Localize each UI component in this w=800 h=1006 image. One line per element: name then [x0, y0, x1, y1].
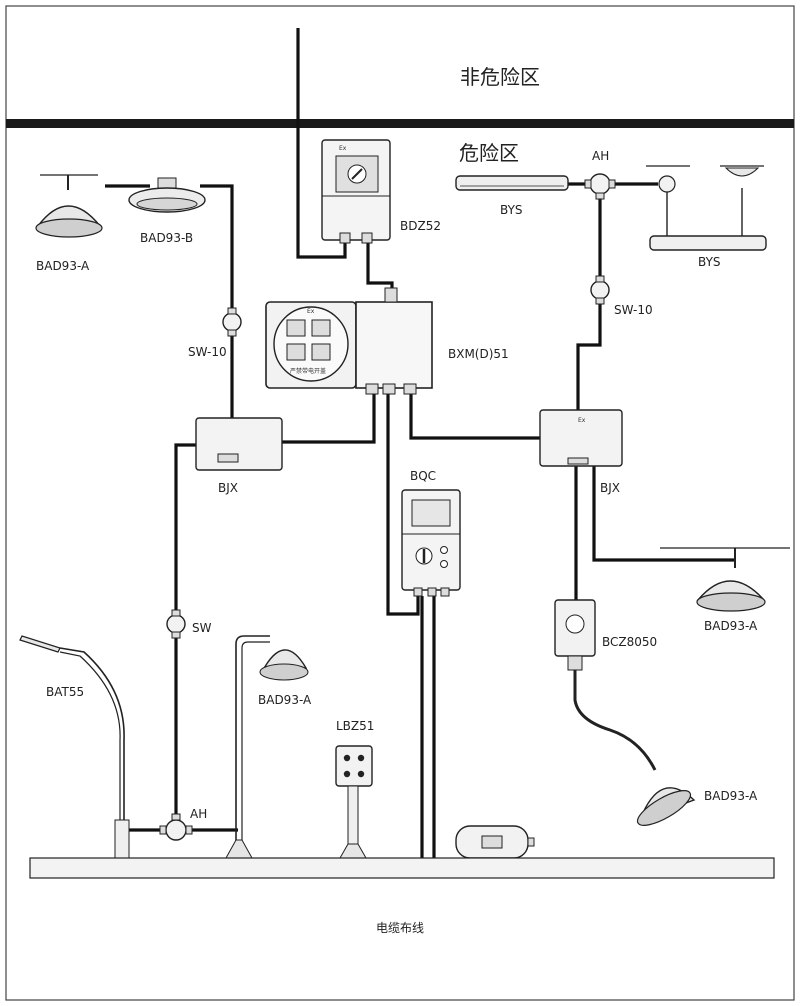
bxm-warning-text: 严禁带电开盖	[290, 367, 326, 375]
bdz52-box: Ex	[321, 139, 391, 244]
zone-hazard-label: 危险区	[459, 141, 519, 165]
ah-top-junction	[584, 173, 616, 200]
cable-bjx-bad93b	[200, 184, 234, 418]
bad93a-pole-lamp	[225, 635, 309, 859]
ah-bottom-junction	[159, 813, 193, 841]
zone-divider	[6, 119, 794, 128]
cable-bxm-bjx-left	[280, 392, 376, 444]
bdz52-label: BDZ52	[400, 219, 441, 233]
cable-bjx-bad93a	[592, 465, 735, 562]
sw10-right-label: SW-10	[614, 303, 653, 317]
bad93a-top-left-lamp	[35, 174, 103, 238]
ah-bottom-label: AH	[190, 807, 207, 821]
bys-right-label: BYS	[698, 255, 721, 269]
bys-left-fitting	[455, 175, 569, 191]
bjx-right-box: Ex	[539, 409, 623, 467]
bad93a-right-ceiling-lamp	[660, 547, 790, 612]
cable-supply	[296, 28, 347, 259]
bat55-street-lamp	[19, 635, 130, 859]
cable-bjx-sw-ah	[174, 443, 199, 832]
bad93a-pole-label: BAD93-A	[258, 693, 312, 707]
cable-bjx-sw10	[576, 186, 602, 410]
bad93b-label: BAD93-B	[140, 231, 193, 245]
outer-frame	[5, 5, 795, 1001]
cable-bxm-bqc	[386, 392, 420, 616]
sw10-left-label: SW-10	[188, 345, 227, 359]
sw-label: SW	[192, 621, 212, 635]
bad93a-plug-lamp	[636, 787, 696, 826]
ah-top-label: AH	[592, 149, 609, 163]
bad93a-top-left-label: BAD93-A	[36, 259, 90, 273]
bjx-left-label: BJX	[218, 481, 238, 495]
sw10-left-junction	[222, 307, 242, 337]
bad93a-plug-label: BAD93-A	[704, 789, 758, 803]
floor-slab	[29, 857, 775, 879]
bjx-left-box	[195, 417, 283, 471]
motor	[455, 825, 535, 859]
bys-left-label: BYS	[500, 203, 523, 217]
lbz51-station	[335, 745, 373, 859]
bqc-label: BQC	[410, 469, 436, 483]
bcz8050-plug	[554, 599, 657, 771]
bjx-right-ex-mark: Ex	[578, 417, 586, 424]
sw-junction	[166, 609, 186, 639]
diagram-caption: 电缆布线	[376, 921, 424, 935]
bcz8050-label: BCZ8050	[602, 635, 657, 649]
bxmd51-label: BXM(D)51	[448, 347, 509, 361]
cable-bxm-bjx-right	[409, 392, 540, 440]
bqc-box	[401, 489, 461, 597]
bdz52-ex-mark: Ex	[339, 145, 347, 152]
sw10-right-junction	[590, 275, 610, 305]
bys-right-fitting	[646, 165, 767, 251]
bad93a-right-ceiling-label: BAD93-A	[704, 619, 758, 633]
bxmd51-box: Ex 严禁带电开盖	[265, 287, 433, 395]
lbz51-label: LBZ51	[336, 719, 374, 733]
bxm-ex-mark: Ex	[307, 308, 315, 315]
zone-non-hazard-label: 非危险区	[460, 65, 540, 89]
bat55-label: BAT55	[46, 685, 84, 699]
bad93b-lamp	[128, 177, 206, 213]
bjx-right-label: BJX	[600, 481, 620, 495]
